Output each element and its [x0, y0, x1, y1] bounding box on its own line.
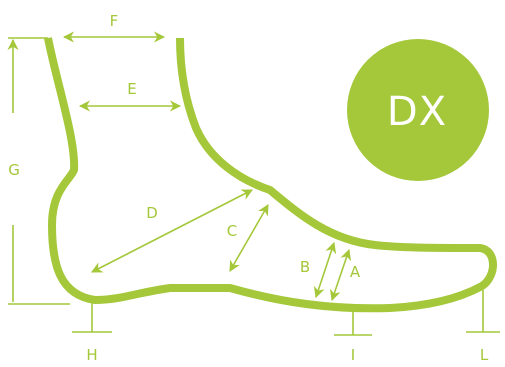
tick-l [466, 290, 500, 333]
badge-text: DX [387, 89, 447, 135]
label-f: F [110, 12, 119, 30]
label-d: D [146, 204, 158, 222]
label-g: G [8, 161, 20, 179]
label-l: L [480, 346, 489, 364]
foot-outline [44, 37, 497, 313]
measure-d-arrow [91, 189, 253, 273]
label-a: A [350, 263, 361, 281]
tick-h [72, 300, 112, 333]
label-h: H [86, 346, 97, 364]
measure-a-arrow [329, 248, 352, 302]
measure-b-arrow [313, 241, 337, 299]
tick-i [334, 310, 372, 336]
badge-circle [347, 39, 489, 181]
label-c: C [227, 222, 237, 240]
label-e: E [127, 80, 136, 98]
label-i: I [351, 346, 355, 364]
measure-c-arrow [229, 204, 269, 272]
label-b: B [300, 258, 310, 276]
